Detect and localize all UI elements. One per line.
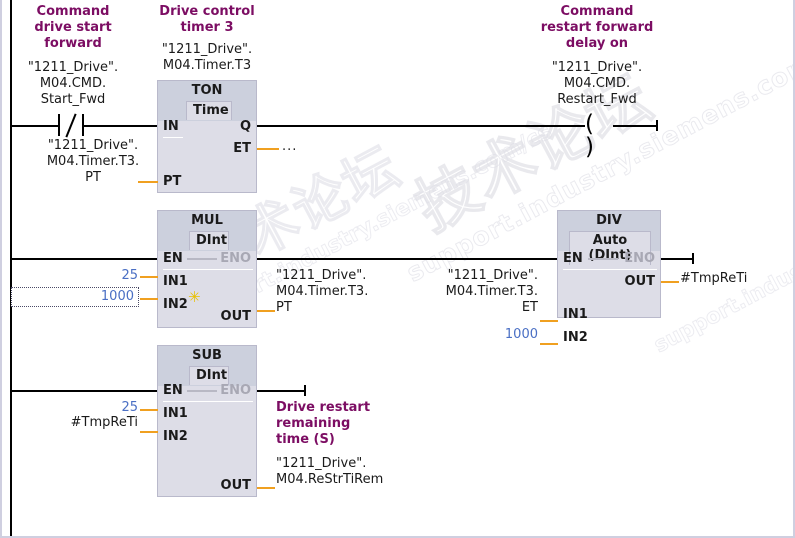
mul-in2-edit-box[interactable] [11, 287, 139, 307]
rung-1-wire-to-ton [84, 125, 158, 127]
sub-in2-operand[interactable]: #TmpReTi [70, 415, 138, 430]
sub-block-title: SUB [192, 348, 222, 363]
sub-en-eno-link [187, 390, 217, 392]
sub-pin-out[interactable]: OUT [220, 478, 251, 493]
div-pin-out[interactable]: OUT [624, 274, 655, 289]
div-in2-wire [540, 343, 558, 345]
ton-instance-operand[interactable]: "1211_Drive". M04.Timer.T3 [161, 42, 253, 73]
watermark-url-3: support.industry.siemens.com/cs [649, 151, 795, 358]
ton-block-title: TON [191, 83, 223, 98]
rung-3-wire-right [257, 390, 305, 392]
ton-pin-q[interactable]: Q [239, 119, 251, 134]
sub-pin-en-underline [163, 401, 253, 402]
mul-pin-en[interactable]: EN [163, 251, 183, 266]
mul-in2-value[interactable]: 1000 [100, 289, 134, 304]
contact-nc-start-fwd-glyph [58, 113, 84, 138]
rung-2-wire-right [661, 258, 693, 260]
ton-et-data-wire [257, 148, 279, 150]
power-rail-left [10, 0, 12, 536]
div-out-operand[interactable]: #TmpReTi [680, 271, 748, 286]
div-pin-en-underline [563, 269, 657, 270]
rung-1-wire-from-q [257, 125, 585, 127]
sub-out-operand[interactable]: "1211_Drive". M04.ReStrTiRem [276, 456, 384, 487]
coil-operand-restart-fwd[interactable]: "1211_Drive". M04.CMD. Restart_Fwd [551, 60, 643, 107]
ton-pt-data-wire [138, 181, 158, 183]
mul-pin-en-underline [163, 269, 253, 270]
mul-en-eno-link [187, 258, 217, 260]
mul-pin-eno[interactable]: ENO [220, 251, 251, 266]
rung-2-wire-mid [257, 258, 557, 260]
rung-1-wire-after-coil [613, 125, 657, 127]
contact-bar-left [58, 114, 60, 136]
ton-comment: Drive control timer 3 [159, 4, 255, 35]
mul-out-operand[interactable]: "1211_Drive". M04.Timer.T3. PT [276, 268, 369, 315]
function-block-sub[interactable]: SUB DInt EN IN1 IN2 ENO OUT [157, 345, 257, 497]
sub-out-comment: Drive restart remaining time (S) [276, 400, 371, 447]
sub-pin-eno[interactable]: ENO [220, 383, 251, 398]
div-in1-operand[interactable]: "1211_Drive". M04.Timer.T3. ET [445, 268, 538, 315]
function-block-mul[interactable]: MUL DInt EN IN1 IN2 ENO OUT [157, 210, 257, 328]
div-in2-value[interactable]: 1000 [504, 327, 538, 342]
mul-out-wire [257, 310, 275, 312]
contact-operand-start-fwd: "1211_Drive". M04.CMD. Start_Fwd [27, 60, 119, 107]
mul-block-type[interactable]: DInt [189, 231, 229, 250]
ton-pin-in[interactable]: IN [163, 119, 179, 134]
rung-1-wire-left [10, 125, 58, 127]
div-pin-in2[interactable]: IN2 [563, 330, 588, 345]
ton-pin-et[interactable]: ET [233, 141, 251, 156]
function-block-div[interactable]: DIV Auto (DInt) EN IN1 IN2 ENO OUT [557, 210, 661, 345]
ton-pin-in-underline [163, 137, 183, 138]
rung-2-endcap [692, 253, 694, 264]
coil-restart-fwd[interactable]: ( ) [585, 111, 603, 160]
mul-pin-out[interactable]: OUT [220, 309, 251, 324]
div-pin-en[interactable]: EN [563, 251, 583, 266]
contact-bar-right [82, 114, 84, 136]
mul-in1-value[interactable]: 25 [121, 268, 138, 283]
rung-3-wire-left [10, 390, 158, 392]
div-pin-in1[interactable]: IN1 [563, 307, 588, 322]
sub-out-wire [257, 487, 275, 489]
mul-in1-wire [140, 276, 158, 278]
sub-in2-wire [140, 431, 158, 433]
sub-pin-en[interactable]: EN [163, 383, 183, 398]
rung-2-wire-left [10, 258, 158, 260]
mul-pin-in1[interactable]: IN1 [163, 274, 188, 289]
mul-pin-in2[interactable]: IN2 [163, 297, 188, 312]
ton-et-value[interactable]: ... [282, 139, 298, 154]
div-en-eno-link [588, 258, 618, 260]
contact-slash [65, 113, 77, 138]
sub-in1-value[interactable]: 25 [121, 400, 138, 415]
ton-pt-operand[interactable]: "1211_Drive". M04.Timer.T3. PT [46, 138, 140, 185]
mul-block-title: MUL [191, 213, 223, 228]
sub-pin-in2[interactable]: IN2 [163, 429, 188, 444]
mul-in2-modified-icon: ✳ [188, 288, 201, 306]
sub-in1-wire [140, 409, 158, 411]
div-in1-wire [540, 320, 558, 322]
ton-block-type[interactable]: Time [186, 101, 232, 120]
rung-1-endcap [656, 120, 658, 131]
contact-comment-start-fwd: Command drive start forward [34, 4, 112, 51]
div-pin-eno[interactable]: ENO [624, 251, 655, 266]
coil-comment-restart-fwd: Command restart forward delay on [540, 4, 654, 51]
sub-block-type[interactable]: DInt [189, 366, 229, 385]
rung-3-endcap [304, 385, 306, 396]
div-out-wire [661, 281, 679, 283]
function-block-ton[interactable]: TON Time IN PT Q ET [157, 80, 257, 193]
div-block-title: DIV [596, 213, 622, 228]
mul-in2-wire [140, 298, 158, 300]
ton-pin-pt[interactable]: PT [163, 174, 182, 189]
sub-pin-in1[interactable]: IN1 [163, 406, 188, 421]
